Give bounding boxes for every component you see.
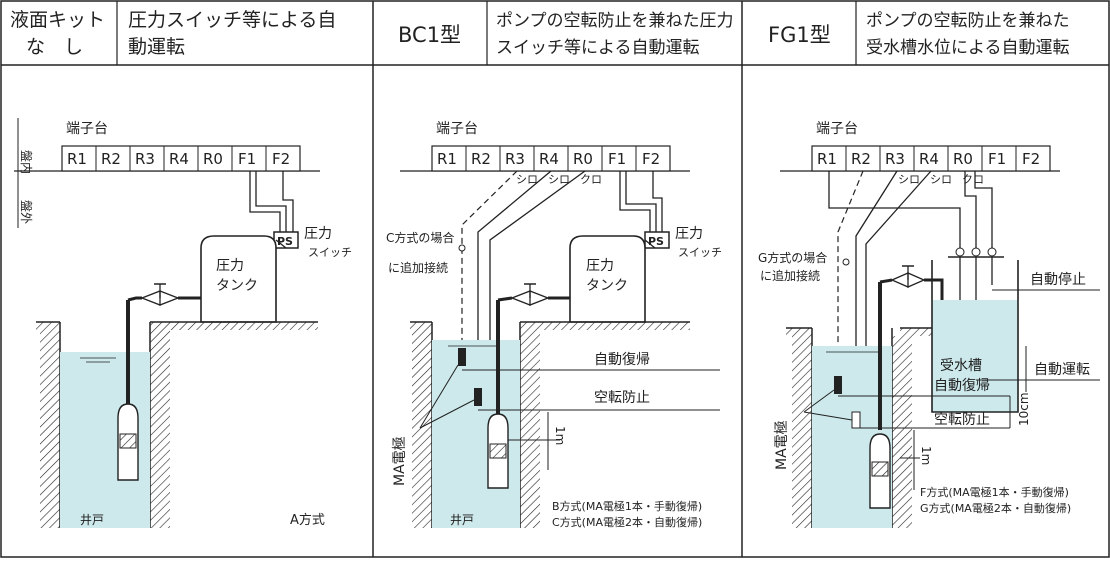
- dry-run-c: 空転防止: [934, 412, 990, 428]
- panel-a: 盤内 盤外 端子台 R1 R2 R3 R4 R0 F1 F2 PS 圧力 スイッ: [14, 118, 352, 528]
- terminal-b-r1: R1: [437, 150, 457, 168]
- header-c-desc-2: 受水槽水位による自動運転: [866, 38, 1070, 58]
- pressure-switch-label-a-2: スイッチ: [308, 246, 352, 259]
- terminal-title-b: 端子台: [436, 121, 478, 137]
- wire-mark-b-2: シロ: [548, 173, 570, 186]
- pressure-switch-label-b-1: 圧力: [675, 226, 703, 242]
- g-note-2: に追加接続: [760, 268, 820, 283]
- terminal-a-f1: F1: [238, 150, 256, 168]
- pressure-switch-label-a-1: 圧力: [304, 226, 332, 242]
- header-c-desc-1: ポンプの空転防止を兼ねた: [866, 11, 1070, 31]
- terminal-c-f2: F2: [1022, 150, 1040, 168]
- meter-b: 1m: [553, 426, 567, 445]
- terminal-c-r3: R3: [885, 150, 905, 168]
- electrode-b-2: [474, 388, 482, 406]
- wire-mark-c-1: シロ: [898, 173, 920, 186]
- terminal-a-r4: R4: [169, 150, 189, 168]
- wire-mark-c-3: クロ: [962, 173, 984, 186]
- wire-mark-b-1: シロ: [516, 173, 538, 186]
- tank-label-b-2: タンク: [586, 278, 628, 294]
- terminal-a-r1: R1: [67, 150, 87, 168]
- terminal-c-r4: R4: [919, 150, 939, 168]
- terminal-b-f2: F2: [642, 150, 660, 168]
- terminal-title-a: 端子台: [66, 121, 108, 137]
- g-note-1: G方式の場合: [758, 250, 827, 265]
- terminal-c-f1: F1: [988, 150, 1006, 168]
- receiving-tank-label: 受水槽: [940, 358, 982, 374]
- terminal-b-r0: R0: [573, 150, 593, 168]
- wire-mark-c-2: シロ: [930, 173, 952, 186]
- terminal-a-r0: R0: [203, 150, 223, 168]
- well-label-a: 井戸: [80, 513, 104, 527]
- header-a-desc-1: 圧力スイッチ等による自: [128, 9, 336, 31]
- cm-c: 10cm: [1017, 392, 1031, 426]
- auto-reset-b: 自動復帰: [594, 351, 650, 368]
- receiving-tank-water: [932, 300, 1018, 412]
- terminal-a-r3: R3: [135, 150, 155, 168]
- tank-label-a-1: 圧力: [216, 258, 244, 274]
- header-a-desc-2: 動運転: [128, 36, 185, 58]
- panel-b: 端子台 R1 R2 R3 R4 R0 F1 F2 シロ シロ クロ C方式の場合…: [386, 121, 722, 529]
- electrode-b-1: [458, 348, 466, 366]
- meter-c: 1m: [919, 446, 933, 465]
- terminal-b-r3: R3: [505, 150, 525, 168]
- tank-label-a-2: タンク: [216, 278, 258, 294]
- method-c: C方式(MA電極2本・自動復帰): [552, 515, 702, 529]
- terminals-a: R1 R2 R3 R4 R0 F1 F2: [67, 146, 290, 171]
- terminal-b-r2: R2: [471, 150, 491, 168]
- terminal-title-c: 端子台: [816, 121, 858, 137]
- header-a-label-1: 液面キット: [10, 9, 105, 31]
- dry-run-b: 空転防止: [594, 390, 650, 406]
- panel-a-side-out: 盤外: [19, 200, 33, 224]
- header-b-label: BC1型: [398, 23, 461, 47]
- method-a: A方式: [290, 512, 325, 528]
- auto-reset-c: 自動復帰: [934, 377, 990, 394]
- ps-badge-b: PS: [648, 235, 664, 248]
- method-b: B方式(MA電極1本・手動復帰): [552, 499, 702, 513]
- auto-stop: 自動停止: [1030, 271, 1086, 288]
- terminal-a-f2: F2: [272, 150, 290, 168]
- ps-badge-a: PS: [277, 235, 293, 248]
- auto-run: 自動運転: [1034, 362, 1090, 378]
- panel-a-side-in: 盤内: [19, 150, 33, 174]
- method-f: F方式(MA電極1本・手動復帰): [920, 485, 1069, 499]
- electrode-c-1: [834, 376, 842, 394]
- c-note-1: C方式の場合: [386, 230, 454, 245]
- terminal-b-r4: R4: [539, 150, 559, 168]
- electrode-c-2: [851, 411, 861, 429]
- header-b-desc-1: ポンプの空転防止を兼ねた圧力: [496, 11, 734, 31]
- pressure-switch-label-b-2: スイッチ: [678, 246, 722, 259]
- terminal-c-r0: R0: [953, 150, 973, 168]
- header-b-desc-2: スイッチ等による自動運転: [496, 38, 700, 58]
- terminal-c-r2: R2: [851, 150, 871, 168]
- header-c-label: FG1型: [768, 23, 831, 47]
- terminals-c: R1 R2 R3 R4 R0 F1 F2: [817, 146, 1040, 171]
- c-note-2: に追加接続: [388, 260, 448, 275]
- terminals-b: R1 R2 R3 R4 R0 F1 F2: [437, 146, 660, 171]
- pressure-tank-b: [569, 235, 646, 323]
- electrode-label-b: MA電極: [392, 436, 408, 486]
- wire-mark-b-3: クロ: [580, 173, 602, 186]
- tank-label-b-1: 圧力: [586, 258, 614, 274]
- panel-c: 端子台 R1 R2 R3 R4 R0 F1 F2 シロ シロ クロ G方式の場合…: [758, 121, 1100, 528]
- terminal-b-f1: F1: [608, 150, 626, 168]
- header-a-label-2: な し: [26, 36, 83, 58]
- well-label-b: 井戸: [450, 513, 474, 527]
- method-g: G方式(MA電極2本・自動復帰): [920, 501, 1071, 515]
- pressure-tank-a: [200, 235, 277, 323]
- electrode-label-c: MA電極: [774, 420, 790, 470]
- terminal-a-r2: R2: [101, 150, 121, 168]
- terminal-c-r1: R1: [817, 150, 837, 168]
